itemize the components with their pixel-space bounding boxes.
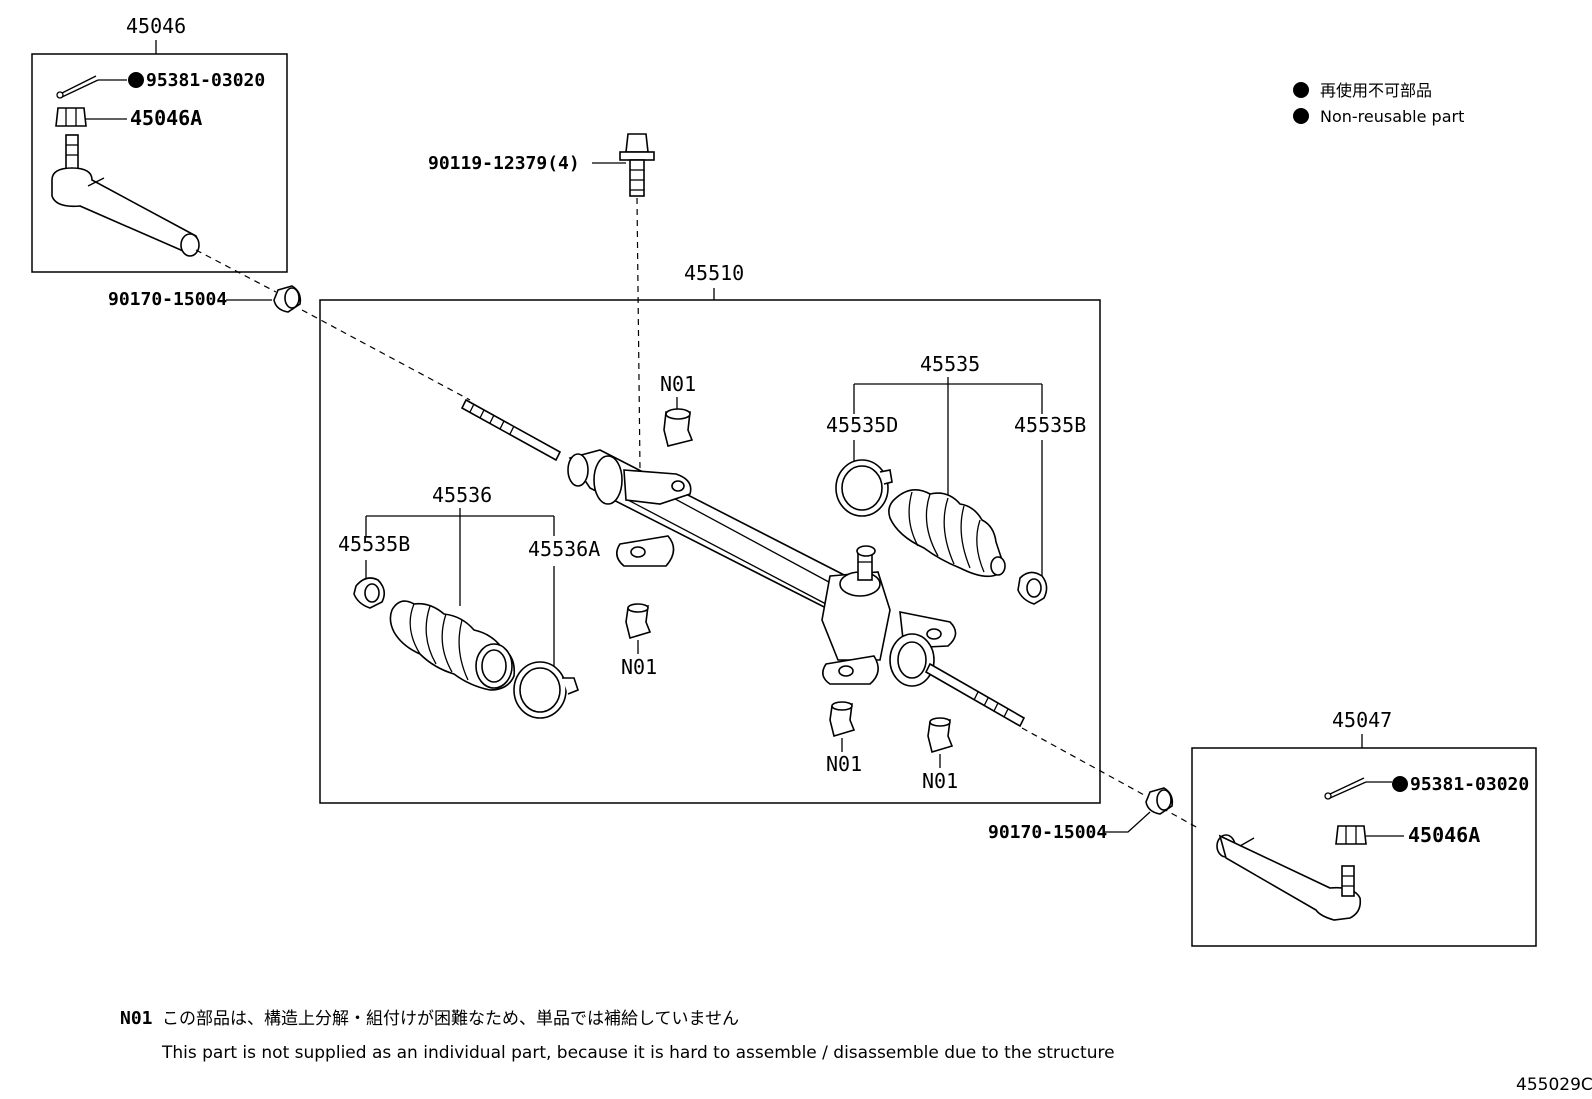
label-45535D[interactable]: 45535D bbox=[826, 413, 898, 437]
label-95381-03020-bottom[interactable]: 95381-03020 bbox=[1410, 774, 1529, 795]
label-45510[interactable]: 45510 bbox=[684, 261, 744, 285]
label-45535B-right[interactable]: 45535B bbox=[1014, 413, 1086, 437]
label-n01-c[interactable]: N01 bbox=[826, 752, 862, 776]
footnote-english: This part is not supplied as an individu… bbox=[161, 1043, 1115, 1063]
n01-bushing-d: N01 bbox=[922, 717, 958, 793]
label-45535B-left[interactable]: 45535B bbox=[338, 532, 410, 556]
label-95381-03020-top[interactable]: 95381-03020 bbox=[146, 70, 265, 91]
nonreusable-dot-icon bbox=[1392, 776, 1408, 792]
boot-clamp-small-icon bbox=[353, 577, 386, 609]
group-90170-left: 90170-15004 bbox=[108, 249, 471, 401]
legend-english: Non-reusable part bbox=[1320, 107, 1464, 126]
castle-nut-icon bbox=[1335, 825, 1404, 845]
cotter-pin-icon bbox=[1324, 777, 1392, 800]
label-45046A-top[interactable]: 45046A bbox=[130, 106, 202, 130]
box-45510 bbox=[319, 299, 1101, 804]
group-45046: 45046 95381-03020 45046A bbox=[31, 14, 288, 273]
label-45536A[interactable]: 45536A bbox=[528, 537, 600, 561]
bolt-icon bbox=[619, 133, 655, 197]
steering-rack-housing-icon bbox=[460, 398, 1026, 728]
nonreusable-dot-icon bbox=[128, 72, 144, 88]
castle-nut-icon bbox=[55, 107, 127, 127]
group-90119: 90119-12379(4) bbox=[428, 133, 655, 471]
footnote: N01 この部品は、構造上分解・組付けが困難なため、単品では補給していません T… bbox=[120, 1008, 1115, 1063]
nonreusable-dot-icon bbox=[1293, 82, 1309, 98]
label-45536[interactable]: 45536 bbox=[432, 483, 492, 507]
bushing-icon bbox=[1145, 787, 1174, 815]
label-45047[interactable]: 45047 bbox=[1332, 708, 1392, 732]
footnote-japanese: この部品は、構造上分解・組付けが困難なため、単品では補給していません bbox=[162, 1009, 739, 1029]
group-45047: 45047 95381-03020 45046A bbox=[1191, 708, 1537, 947]
tie-rod-end-right-icon bbox=[1216, 834, 1362, 921]
steering-boot-right-icon bbox=[888, 489, 1006, 578]
label-n01-a[interactable]: N01 bbox=[660, 372, 696, 396]
group-90170-right: 90170-15004 bbox=[988, 727, 1199, 843]
figure-id: 455029C bbox=[1516, 1075, 1592, 1095]
legend-japanese: 再使用不可部品 bbox=[1320, 81, 1432, 100]
n01-bushing-b: N01 bbox=[621, 603, 657, 679]
steering-boot-left-icon bbox=[389, 600, 516, 691]
group-45535: 45535 45535D 45535B bbox=[826, 352, 1086, 605]
tie-rod-end-left-icon bbox=[51, 134, 200, 257]
label-45535[interactable]: 45535 bbox=[920, 352, 980, 376]
boot-clamp-small-icon bbox=[1017, 571, 1048, 605]
nonreusable-dot-icon bbox=[1293, 108, 1309, 124]
boot-clamp-icon bbox=[835, 459, 893, 517]
footnote-code: N01 bbox=[120, 1008, 153, 1029]
cotter-pin-icon bbox=[56, 75, 127, 99]
label-90170-15004-right[interactable]: 90170-15004 bbox=[988, 822, 1107, 843]
n01-bushing-a: N01 bbox=[660, 372, 696, 447]
box-45047 bbox=[1191, 747, 1537, 947]
bushing-icon bbox=[273, 285, 302, 313]
box-45046 bbox=[31, 53, 288, 273]
label-90170-15004-left[interactable]: 90170-15004 bbox=[108, 289, 227, 310]
group-45536: 45536 45535B 45536A bbox=[338, 483, 600, 719]
label-45046A-bottom[interactable]: 45046A bbox=[1408, 823, 1480, 847]
label-45046[interactable]: 45046 bbox=[126, 14, 186, 38]
label-n01-d[interactable]: N01 bbox=[922, 769, 958, 793]
label-n01-b[interactable]: N01 bbox=[621, 655, 657, 679]
legend: 再使用不可部品 Non-reusable part bbox=[1293, 81, 1464, 126]
n01-bushing-c: N01 bbox=[826, 701, 862, 776]
boot-clamp-icon bbox=[513, 661, 579, 719]
group-45510: 45510 bbox=[319, 261, 1101, 804]
label-90119-12379[interactable]: 90119-12379(4) bbox=[428, 153, 580, 174]
